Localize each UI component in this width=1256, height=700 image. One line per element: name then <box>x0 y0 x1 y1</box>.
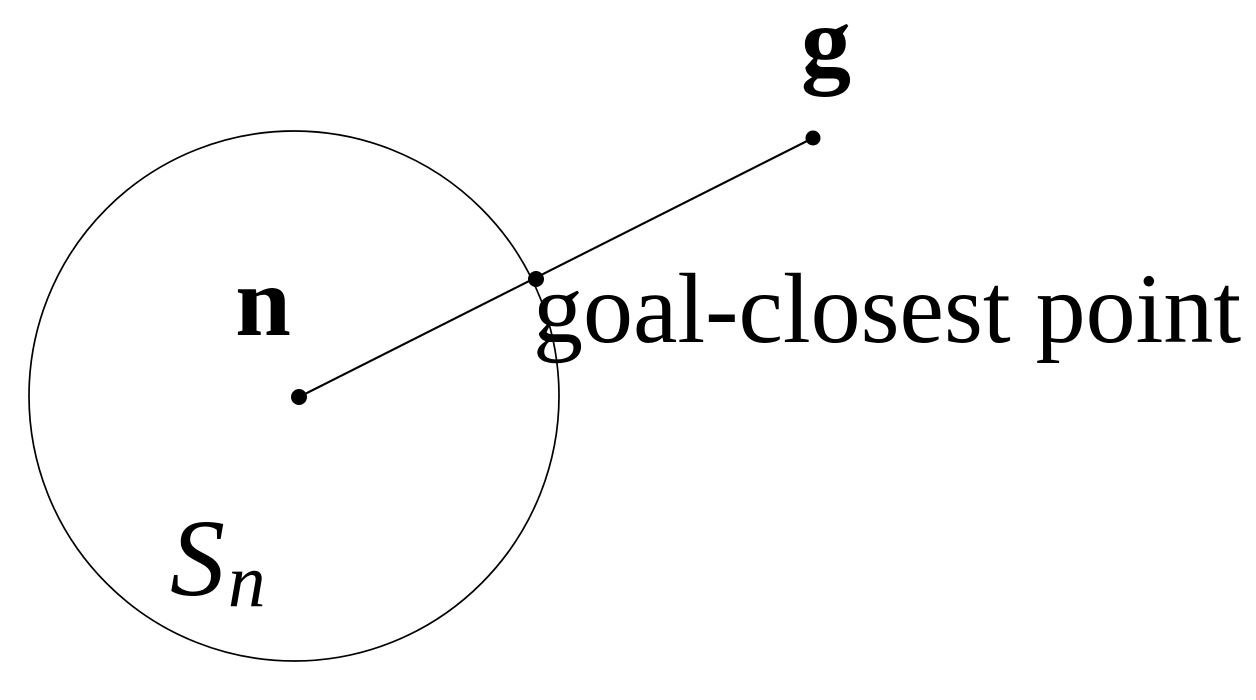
neighborhood-circle <box>28 130 560 662</box>
node-center-point <box>291 389 307 405</box>
set-label-subscript: n <box>228 540 266 623</box>
goal-point <box>805 130 821 146</box>
goal-label: g <box>801 0 851 97</box>
center-to-goal-line <box>298 137 814 398</box>
set-label: S <box>170 497 225 619</box>
node-label: n <box>235 246 291 357</box>
goal-closest-point-label: goal-closest point <box>533 253 1241 364</box>
goal-closest-point <box>528 271 544 287</box>
